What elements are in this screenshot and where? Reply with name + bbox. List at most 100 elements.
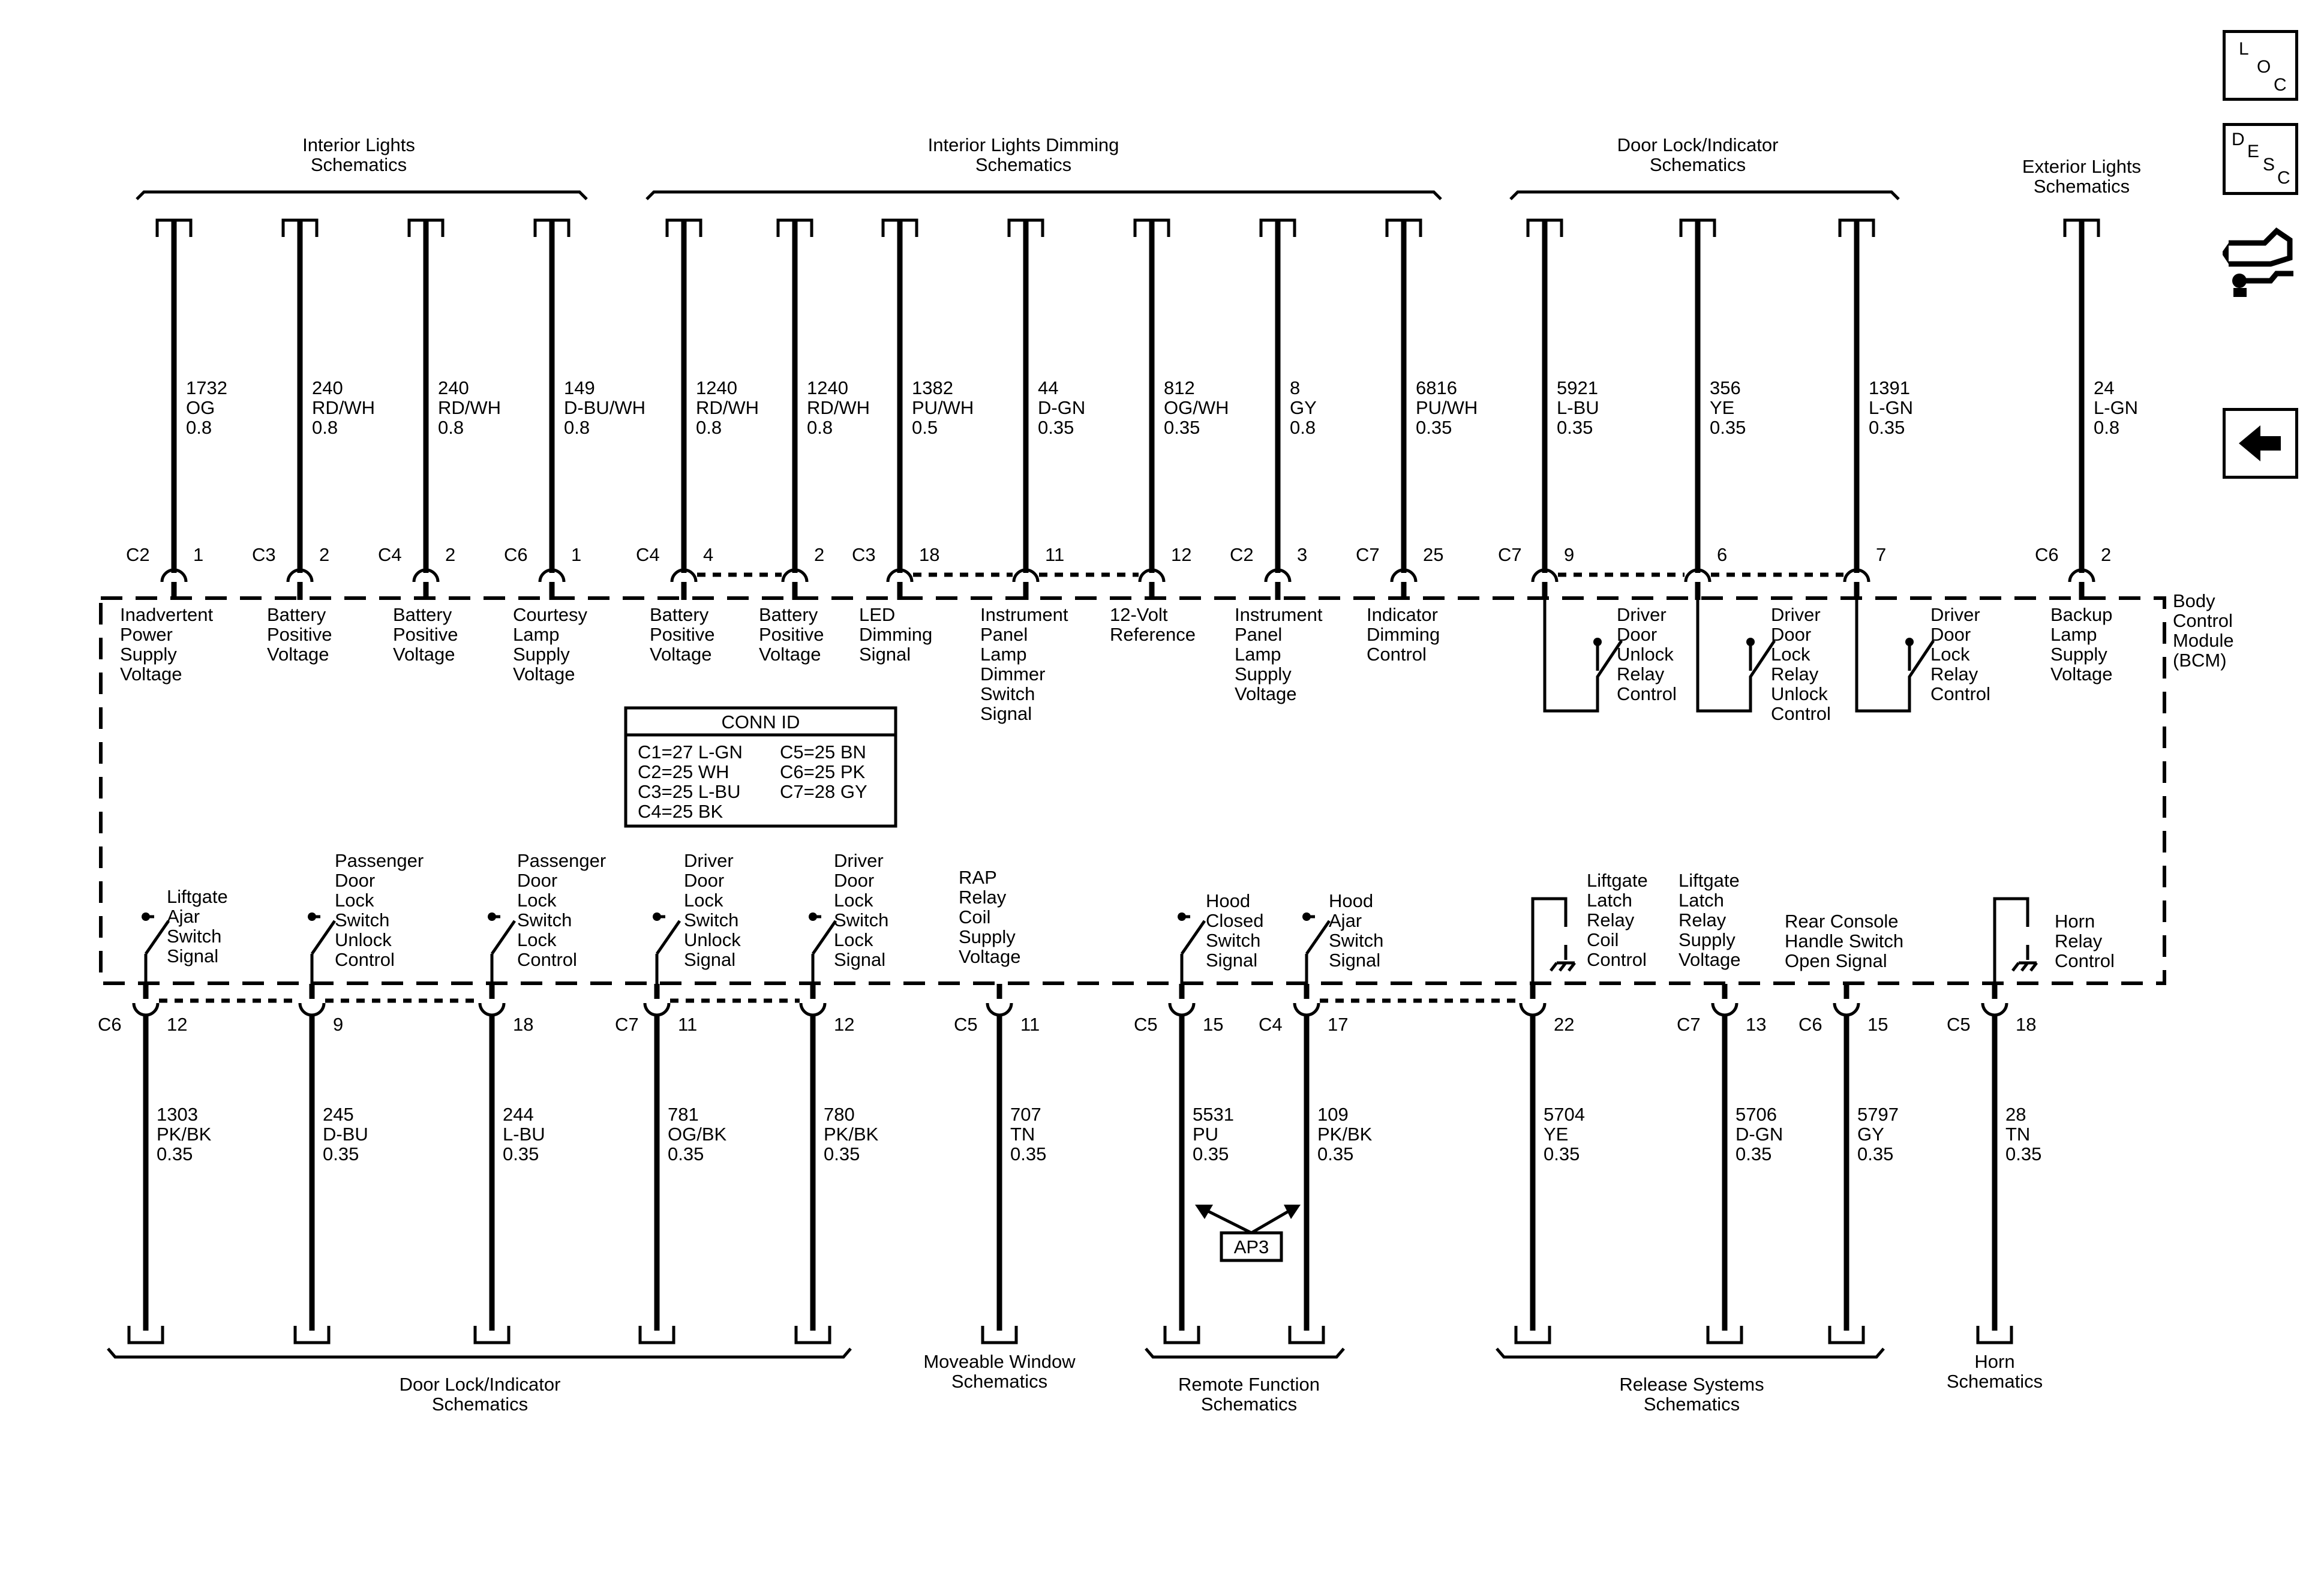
loc-letter: L xyxy=(2239,39,2249,59)
pin-function-label: Voltage xyxy=(759,644,821,665)
connector-icon xyxy=(286,568,314,583)
circuit-label: RD/WH xyxy=(696,397,759,418)
switch-icon xyxy=(308,912,337,984)
connector-id: C5 xyxy=(954,1014,978,1035)
pin-function-label: Relay xyxy=(1587,909,1635,930)
conn-id-title: CONN ID xyxy=(722,712,800,733)
connector-id: C7 xyxy=(1677,1014,1701,1035)
connector-icon xyxy=(1833,1002,1860,1017)
group-label: Schematics xyxy=(1644,1394,1740,1415)
pin-function-label: Supply xyxy=(513,644,570,665)
connector-icon xyxy=(1711,1002,1739,1017)
pin-function-label: Lock xyxy=(834,929,873,950)
pin-function-label: Signal xyxy=(167,945,218,966)
pin-function-label: Lamp xyxy=(513,624,560,645)
connector-id: C4 xyxy=(378,544,402,565)
pin-function-label: Control xyxy=(1617,683,1677,704)
bcm-label-line: Module xyxy=(2173,630,2234,651)
pin-function-label: Signal xyxy=(1329,950,1380,971)
desc-button[interactable]: D E S C xyxy=(2223,123,2298,195)
pin-function-label: Lamp xyxy=(980,644,1027,665)
pin-function-label: Coil xyxy=(959,906,990,927)
circuit-label: 0.8 xyxy=(696,417,722,438)
group-label: Interior Lights xyxy=(302,134,415,155)
circuit-label: 1303 xyxy=(157,1104,198,1125)
desc-letter: S xyxy=(2263,155,2275,175)
circuit-label: 0.35 xyxy=(1557,417,1593,438)
group-bracket xyxy=(645,190,1442,200)
pin-number: 22 xyxy=(1554,1014,1574,1035)
connector-id: C4 xyxy=(636,544,660,565)
switch-icon xyxy=(488,912,517,984)
pin-function-label: Switch xyxy=(1329,930,1383,951)
switch-icon xyxy=(809,912,837,984)
pin-function-label: Relay xyxy=(1617,664,1665,685)
pin-function-label: Lock xyxy=(335,890,374,911)
pin-function-label: Positive xyxy=(393,624,458,645)
pin-function-label: Relay xyxy=(959,887,1007,908)
connector-icon xyxy=(643,1002,671,1017)
connector-id: C7 xyxy=(1498,544,1522,565)
connector-id: C4 xyxy=(1259,1014,1283,1035)
wrench-hand-icon[interactable] xyxy=(2223,210,2301,300)
conn-id-line: C3=25 L-BU xyxy=(638,781,740,802)
pin-function-label: Control xyxy=(1367,644,1427,665)
circuit-label: 356 xyxy=(1710,377,1741,398)
group-label: Schematics xyxy=(2034,176,2130,197)
connector-id: C7 xyxy=(1356,544,1380,565)
pin-function-label: Passenger xyxy=(335,850,424,871)
circuit-label: D-BU xyxy=(323,1124,368,1145)
pin-function-label: Hood xyxy=(1206,890,1250,911)
pin-function-label: Lamp xyxy=(2050,624,2097,645)
circuit-label: OG xyxy=(186,397,215,418)
pin-function-label: Power xyxy=(120,624,173,645)
pin-function-label: Unlock xyxy=(1771,683,1828,704)
circuit-label: D-GN xyxy=(1736,1124,1783,1145)
terminal-icon xyxy=(1288,1326,1325,1344)
group-label: Schematics xyxy=(951,1371,1047,1392)
group-label: Moveable Window xyxy=(923,1351,1076,1372)
circuit-label: 0.35 xyxy=(1869,417,1905,438)
relay-switch-icon xyxy=(1543,600,1623,713)
pin-number: 11 xyxy=(1020,1014,1040,1035)
pin-function-label: 12-Volt xyxy=(1110,604,1168,625)
connector-icon xyxy=(1981,1002,2008,1017)
conn-id-line: C7=28 GY xyxy=(780,781,867,802)
pin-function-label: Open Signal xyxy=(1785,950,1887,971)
circuit-label: 5704 xyxy=(1544,1104,1585,1125)
circuit-label: GY xyxy=(1290,397,1317,418)
loc-button[interactable]: L O C xyxy=(2223,30,2298,101)
pin-function-label: Supply xyxy=(120,644,177,665)
circuit-label: D-BU/WH xyxy=(564,397,645,418)
connector-icon xyxy=(1531,568,1559,583)
circuit-label: 0.35 xyxy=(157,1143,193,1164)
circuit-label: RD/WH xyxy=(312,397,375,418)
pin-number: 2 xyxy=(445,544,455,565)
back-button[interactable] xyxy=(2223,408,2298,479)
circuit-label: 5921 xyxy=(1557,377,1598,398)
pin-function-label: Relay xyxy=(2055,930,2103,951)
pin-function-label: Voltage xyxy=(1679,949,1740,970)
circuit-label: PK/BK xyxy=(1317,1124,1373,1145)
pin-function-label: Inadvertent xyxy=(120,604,213,625)
pin-function-label: Control xyxy=(1930,683,1990,704)
circuit-label: L-BU xyxy=(1557,397,1599,418)
loc-letter: C xyxy=(2274,75,2287,95)
circuit-label: L-GN xyxy=(1869,397,1913,418)
